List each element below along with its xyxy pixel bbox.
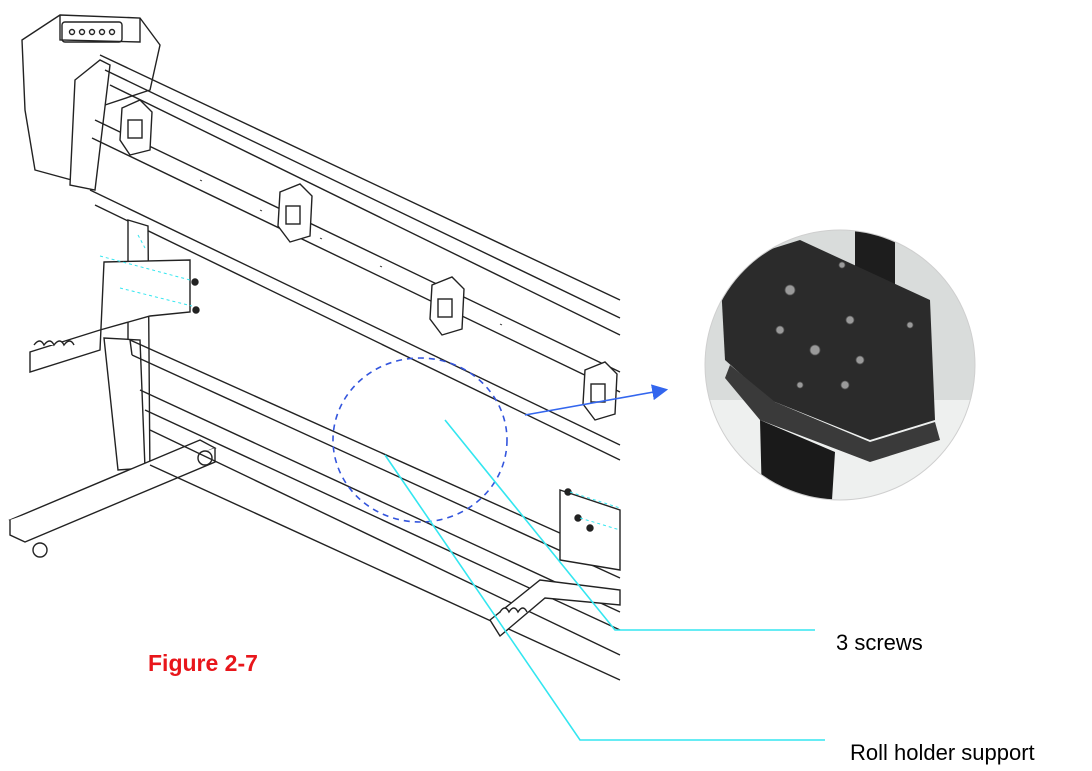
callout-line-roll-holder: [384, 454, 825, 741]
figure-caption: Figure 2-7: [148, 650, 258, 676]
right-bracket: [489, 488, 621, 638]
bracket-photo-inset: [705, 230, 975, 500]
pinch-roller-4: [582, 361, 618, 421]
callout-label-roll-holder-support: Roll holder support: [850, 740, 1035, 765]
highlight-circle: [332, 357, 508, 523]
left-stand: [8, 219, 217, 558]
callout-line-screws: [444, 419, 815, 631]
pinch-roller-1: [119, 99, 153, 156]
plotter-body: [21, 14, 621, 461]
pinch-roller-3: [429, 276, 465, 336]
callout-label-screws: 3 screws: [836, 630, 923, 655]
pinch-roller-2: [277, 183, 313, 243]
zoom-arrow: [524, 384, 669, 416]
